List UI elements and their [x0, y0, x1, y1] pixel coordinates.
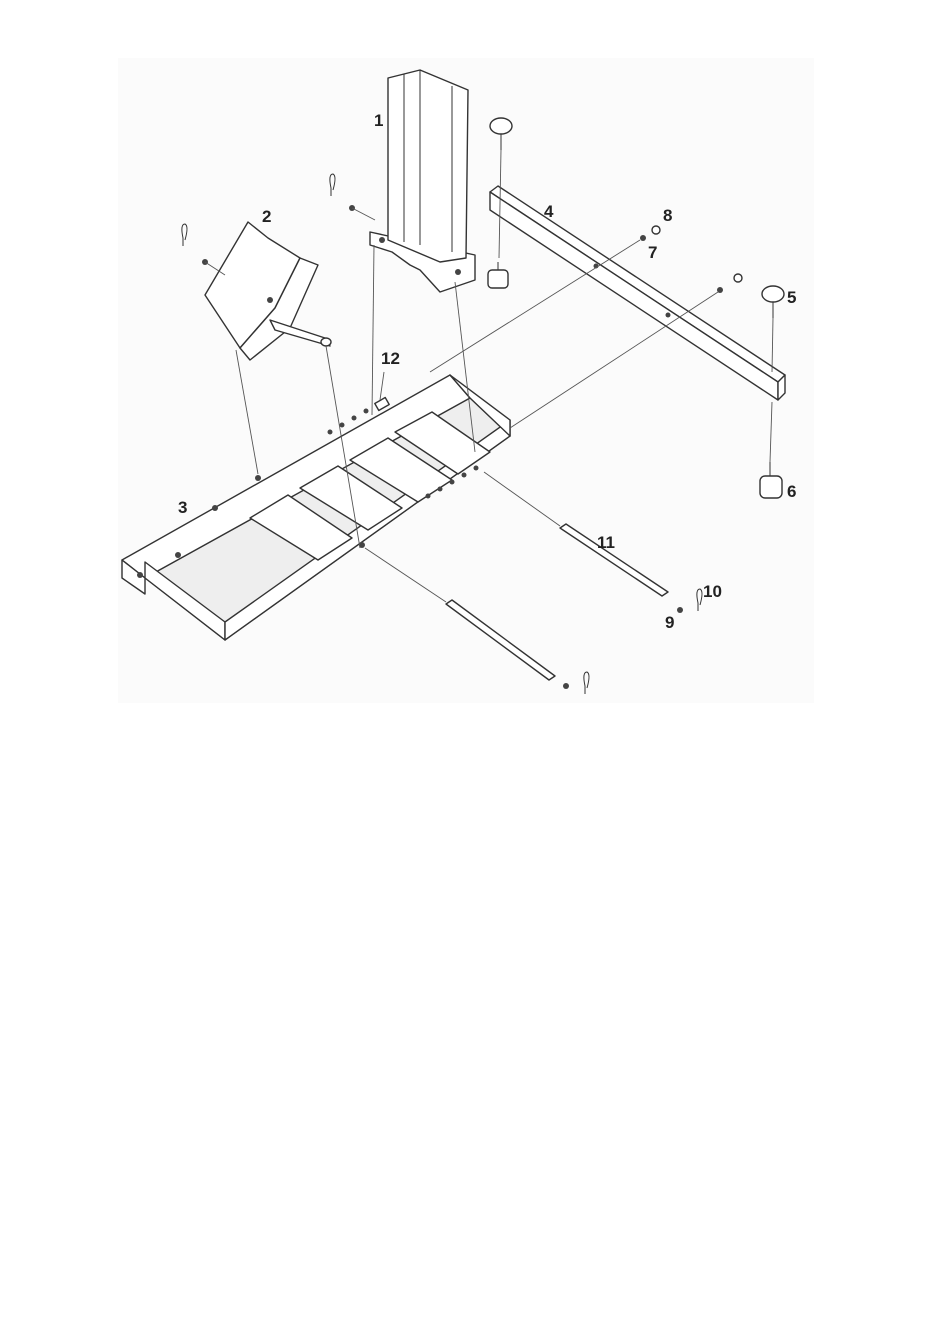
label-part-1: 1 [374, 111, 383, 130]
label-part-2: 2 [262, 207, 271, 226]
label-part-7: 7 [648, 243, 657, 262]
eye-bolt-left [490, 118, 512, 150]
v-cradle [205, 222, 331, 360]
label-part-6: 6 [787, 482, 796, 501]
long-pins [446, 524, 668, 680]
label-part-10: 10 [703, 582, 722, 601]
label-part-9: 9 [665, 613, 674, 632]
upright-column [370, 70, 475, 292]
label-part-3: 3 [178, 498, 187, 517]
label-part-4: 4 [544, 202, 554, 221]
cross-bar [490, 186, 785, 400]
small-bolt [375, 398, 389, 411]
label-part-12: 12 [381, 349, 400, 368]
foot-right [760, 462, 782, 498]
foot-left [488, 262, 508, 288]
eye-bolt-right [762, 286, 784, 318]
label-part-8: 8 [663, 206, 672, 225]
label-part-11: 11 [597, 533, 615, 552]
label-part-5: 5 [787, 288, 796, 307]
